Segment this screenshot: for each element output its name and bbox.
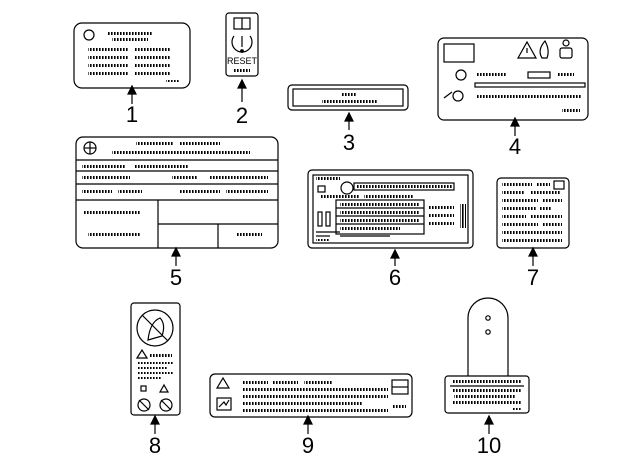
part-2-label (225, 12, 259, 77)
callout-number-8: 8 (148, 433, 162, 458)
callout-arrow-4 (510, 116, 520, 136)
part-4-label (437, 37, 589, 121)
callout-arrow-6 (390, 248, 400, 266)
part-5-label (75, 136, 279, 249)
part-1-label (73, 22, 191, 89)
callout-arrow-5 (171, 246, 181, 266)
callout-arrow-8 (150, 414, 160, 434)
callout-arrow-2 (237, 78, 247, 102)
part-8-label (130, 302, 181, 416)
callout-number-2: 2 (235, 103, 249, 128)
part-10-label (444, 297, 530, 414)
callout-number-3: 3 (342, 130, 356, 155)
callout-arrow-10 (484, 414, 494, 434)
callout-number-5: 5 (169, 265, 183, 290)
callout-number-6: 6 (388, 265, 402, 290)
callout-number-1: 1 (125, 102, 139, 127)
callout-number-10: 10 (476, 433, 502, 458)
part-7-label (496, 177, 570, 249)
part-3-label (287, 84, 409, 111)
callout-number-7: 7 (526, 265, 540, 290)
callout-arrow-1 (127, 84, 137, 104)
part-6-label (307, 169, 474, 249)
callout-arrow-7 (528, 246, 538, 266)
callout-number-4: 4 (508, 134, 522, 159)
part-2-reset-text: RESET (227, 56, 258, 66)
part-9-label (209, 373, 413, 418)
callout-arrow-3 (344, 111, 354, 130)
callout-number-9: 9 (301, 433, 315, 458)
callout-arrow-9 (303, 414, 313, 434)
